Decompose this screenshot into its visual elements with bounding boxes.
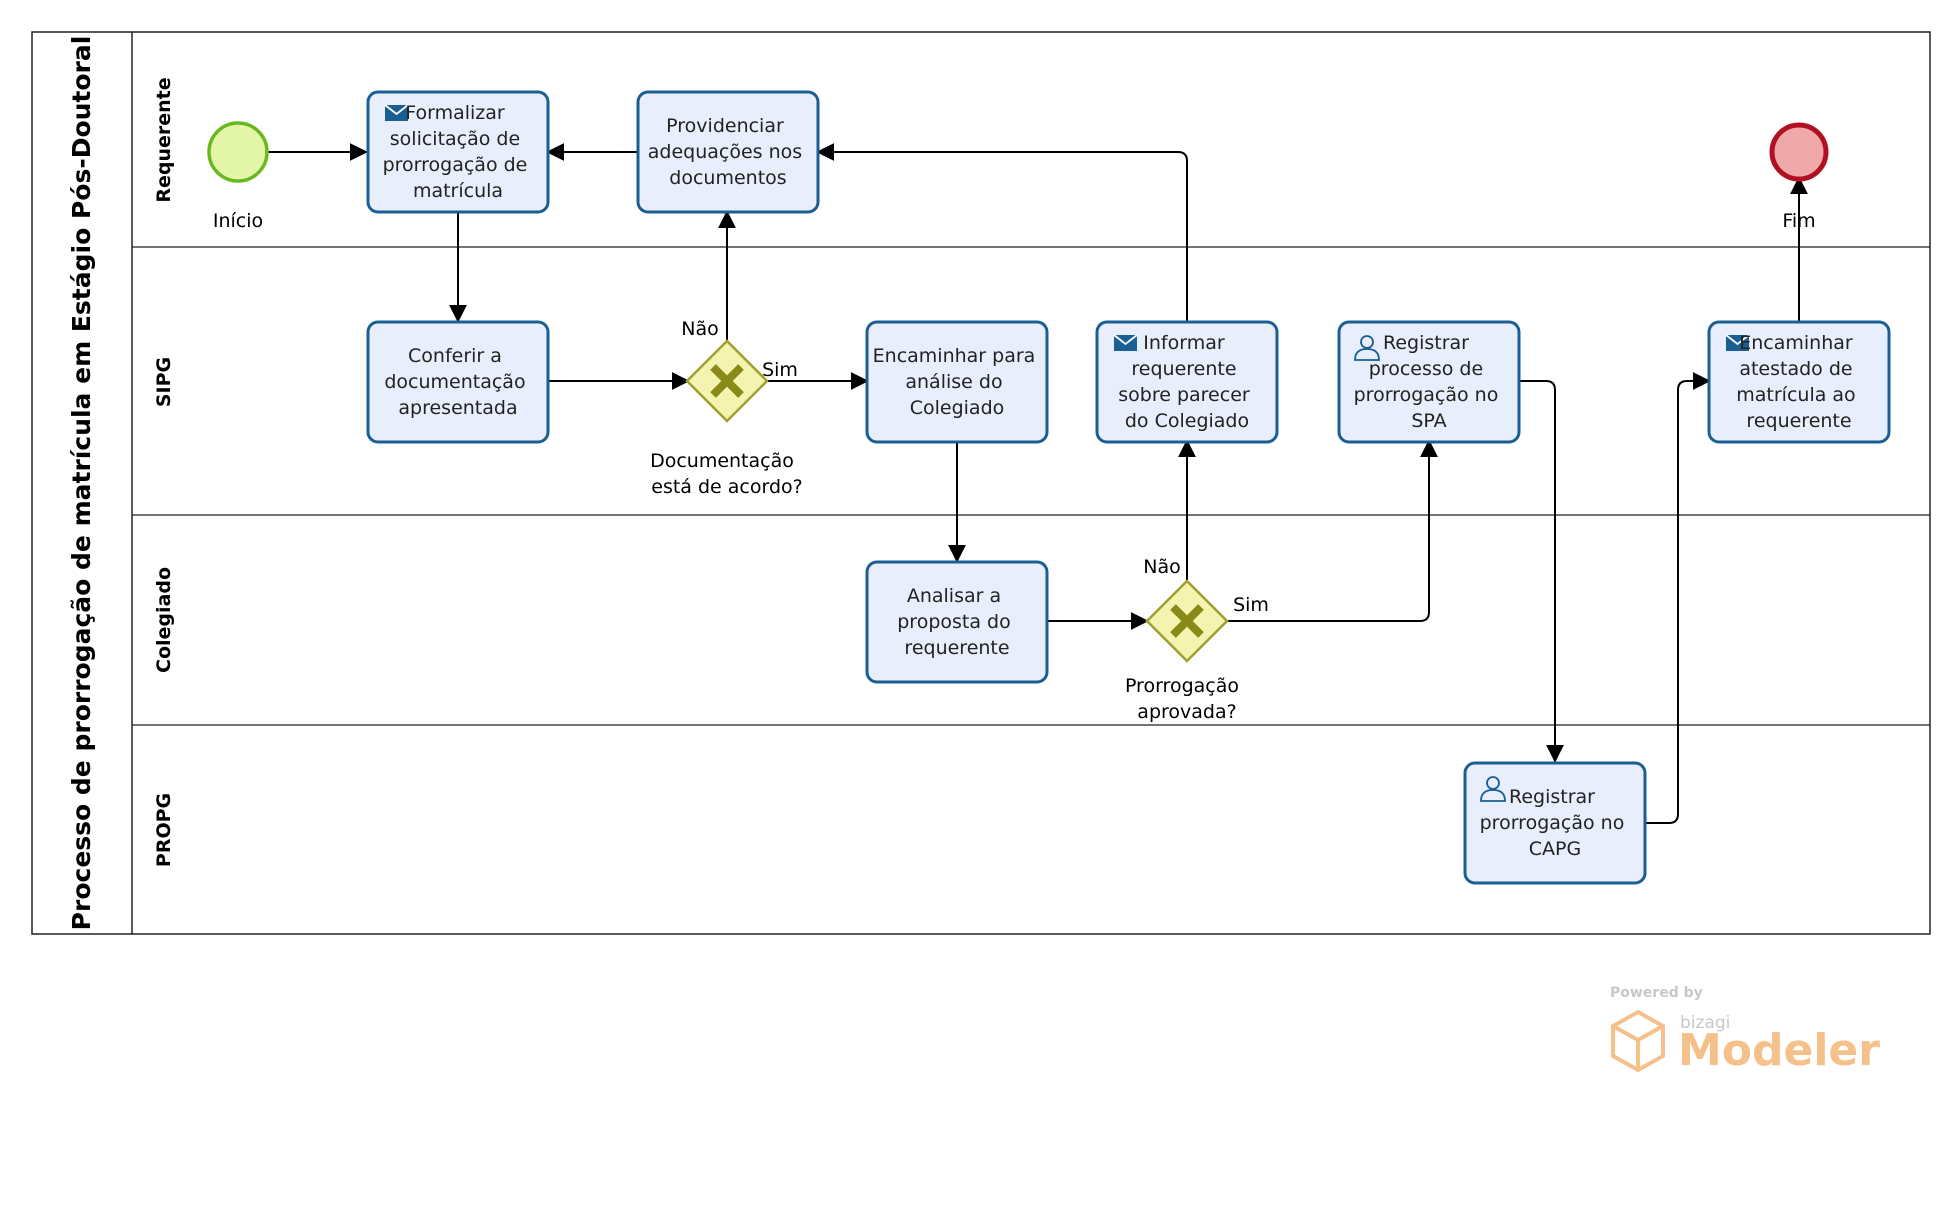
watermark-brand: bizagi <box>1680 1013 1730 1033</box>
lane-label-sipg: SIPG <box>153 357 175 407</box>
task-label: Registrar prorrogação no CAPG <box>1480 786 1631 860</box>
lane-label-propg: PROPG <box>153 793 175 867</box>
gateway-documentacao-no-label: Não <box>681 318 718 340</box>
task-analisar[interactable]: Analisar a proposta do requerente <box>865 560 1049 684</box>
flow-registrar-spa-capg <box>1519 380 1564 763</box>
lane-label-colegiado: Colegiado <box>153 567 175 673</box>
watermark-powered: Powered by <box>1610 985 1703 1001</box>
gateway-documentacao-yes-label: Sim <box>762 359 798 381</box>
task-label: Formalizar solicitação de prorrogação de… <box>383 102 534 202</box>
start-event[interactable] <box>207 121 269 183</box>
envelope-icon <box>1725 334 1750 351</box>
envelope-icon <box>384 104 409 121</box>
task-registrar-spa[interactable]: Registrar processo de prorrogação no SPA <box>1337 320 1521 444</box>
user-icon <box>1480 776 1506 802</box>
task-label: Registrar processo de prorrogação no SPA <box>1354 332 1505 432</box>
task-registrar-capg[interactable]: Registrar prorrogação no CAPG <box>1463 761 1647 885</box>
end-event-label: Fim <box>1782 210 1815 232</box>
watermark-product: Modeler <box>1678 1025 1880 1076</box>
pool: Processo de prorrogação de matrícula em … <box>31 31 1931 935</box>
gateway-aprovacao[interactable] <box>1145 579 1229 663</box>
task-label: Encaminhar atestado de matrícula ao requ… <box>1736 332 1861 432</box>
bizagi-logo-icon <box>1611 1009 1665 1073</box>
bizagi-watermark: Powered by bizagi Modeler <box>1610 985 1880 1076</box>
task-label: Analisar a proposta do requerente <box>897 585 1017 659</box>
pool-title: Processo de prorrogação de matrícula em … <box>67 36 96 931</box>
start-event-label: Início <box>213 210 263 232</box>
x-icon <box>1170 604 1204 638</box>
sequence-flows <box>268 143 1808 824</box>
gateway-documentacao[interactable] <box>685 339 769 423</box>
task-encaminhar-atestado[interactable]: Encaminhar atestado de matrícula ao requ… <box>1707 320 1891 444</box>
flow-gateway-sim-registrar-spa <box>1227 439 1438 622</box>
task-label: Providenciar adequações nos documentos <box>648 115 808 189</box>
gateway-aprovacao-yes-label: Sim <box>1233 594 1269 616</box>
task-formalizar[interactable]: Formalizar solicitação de prorrogação de… <box>366 90 550 214</box>
task-providenciar[interactable]: Providenciar adequações nos documentos <box>636 90 820 214</box>
task-label: Conferir a documentação apresentada <box>384 345 531 419</box>
task-informar[interactable]: Informar requerente sobre parecer do Col… <box>1095 320 1279 444</box>
task-encaminhar-colegiado[interactable]: Encaminhar para análise do Colegiado <box>865 320 1049 444</box>
task-conferir[interactable]: Conferir a documentação apresentada <box>366 320 550 444</box>
envelope-icon <box>1113 334 1138 351</box>
lane-label-requerente: Requerente <box>153 77 175 202</box>
gateway-documentacao-label: Documentação está de acordo? <box>650 450 803 498</box>
task-label: Informar requerente sobre parecer do Col… <box>1118 332 1256 432</box>
flow-capg-encaminhar-atestado <box>1645 372 1711 824</box>
user-icon <box>1354 335 1380 361</box>
flow-informar-providenciar <box>816 143 1188 321</box>
x-icon <box>710 364 744 398</box>
gateway-aprovacao-no-label: Não <box>1143 556 1180 578</box>
gateway-aprovacao-label: Prorrogação aprovada? <box>1125 675 1245 723</box>
end-event[interactable] <box>1769 122 1829 182</box>
task-label: Encaminhar para análise do Colegiado <box>873 345 1042 419</box>
